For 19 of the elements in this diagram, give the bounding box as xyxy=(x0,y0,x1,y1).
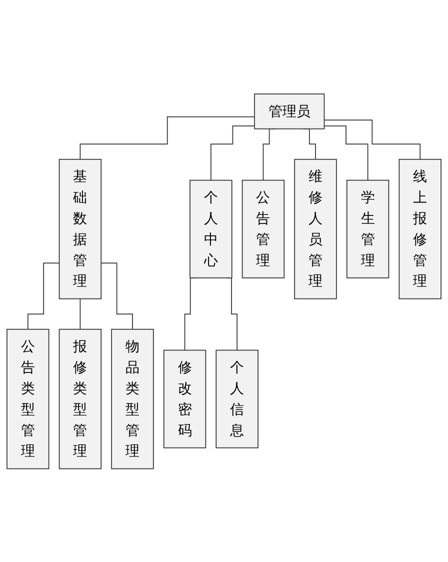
connector xyxy=(324,119,421,160)
node-box: 公告管理 xyxy=(242,179,285,278)
node-box: 维修人员管理 xyxy=(294,158,337,299)
node-box: 个人信息 xyxy=(216,349,258,448)
node-box: 物品类型管理 xyxy=(111,328,154,469)
node-box: 管理员 xyxy=(254,93,325,129)
connector xyxy=(80,298,81,330)
node-box: 学生管理 xyxy=(346,179,390,278)
connector xyxy=(80,116,255,160)
node-box: 修改密码 xyxy=(163,349,206,448)
connector xyxy=(210,125,255,180)
node-box: 公告类型管理 xyxy=(6,328,50,469)
connector xyxy=(100,262,133,330)
connector xyxy=(27,262,60,330)
node-box: 基础数据管理 xyxy=(58,158,102,299)
node-box: 报修类型管理 xyxy=(58,328,102,469)
connector xyxy=(324,125,368,180)
node-box: 个人中心 xyxy=(190,179,232,278)
node-box: 线上报修管理 xyxy=(398,158,442,299)
